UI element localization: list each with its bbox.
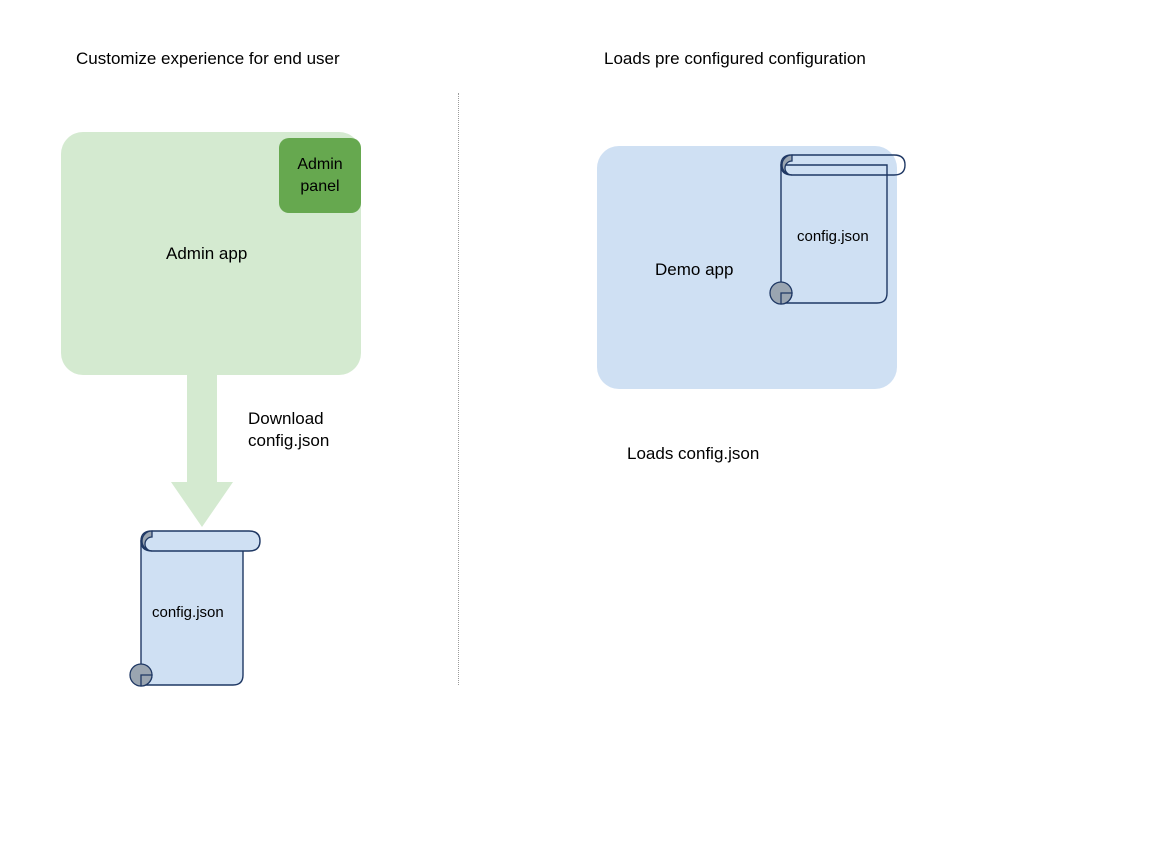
document-body-right [780,164,888,304]
document-body-left [140,540,244,686]
download-arrow-label-line1: Download [248,409,324,428]
document-top-roll-right [780,154,906,176]
right-section-title: Loads pre configured configuration [604,49,866,68]
document-bottom-curl-notch-left [140,674,153,687]
document-top-roll-left [140,530,261,552]
admin-panel-button[interactable]: Admin panel [279,138,361,213]
config-json-label-left: config.json [152,604,224,621]
admin-panel-label: Admin panel [297,154,342,198]
config-json-document-right[interactable] [769,152,912,312]
config-json-label-right: config.json [797,228,869,245]
admin-panel-label-line2: panel [300,177,340,195]
download-arrow-label: Download config.json [248,408,329,452]
demo-app-label: Demo app [655,260,734,279]
document-top-curl-right [781,154,793,176]
left-section-title: Customize experience for end user [76,49,340,68]
admin-panel-label-line1: Admin [297,155,343,173]
config-json-document-left[interactable] [124,528,266,688]
download-arrow-icon [170,370,234,528]
download-arrow-label-line2: config.json [248,431,330,450]
download-arrow-shape [171,370,233,527]
document-bottom-curl-notch-right [780,292,793,305]
admin-app-label: Admin app [166,244,248,263]
demo-app-container [597,146,897,389]
vertical-dotted-divider [458,93,459,685]
loads-config-caption: Loads config.json [627,444,760,463]
document-top-curl-left [141,530,153,552]
